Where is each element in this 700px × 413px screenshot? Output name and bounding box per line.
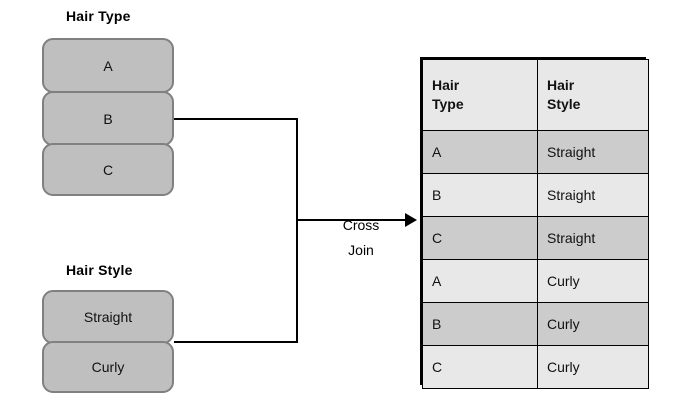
- cell-hair-type: B: [422, 173, 538, 217]
- hair-type-item-b[interactable]: B: [42, 91, 174, 146]
- cross-join-label-line1: Cross: [342, 217, 380, 233]
- cell-hair-type: B: [422, 302, 538, 346]
- table-header-hair-type: Hair Type: [422, 59, 538, 131]
- cross-join-result-table: Hair Type Hair Style A Straight B Straig…: [420, 57, 649, 389]
- table-row: A Curly: [422, 259, 649, 303]
- cell-hair-type: A: [422, 259, 538, 303]
- table-row: B Straight: [422, 173, 649, 217]
- connector-arrow-shaft: [296, 219, 406, 221]
- hair-type-item-c[interactable]: C: [42, 143, 174, 196]
- hair-style-item-curly[interactable]: Curly: [42, 341, 174, 393]
- table-header-row: Hair Type Hair Style: [422, 59, 649, 131]
- hair-style-item-straight[interactable]: Straight: [42, 290, 174, 344]
- hair-type-item-c-label: C: [102, 161, 114, 178]
- cell-hair-type: C: [422, 345, 538, 389]
- group-title-hair-type: Hair Type: [66, 8, 131, 24]
- group-title-hair-style: Hair Style: [66, 262, 133, 278]
- table-row: A Straight: [422, 130, 649, 174]
- cell-hair-style: Curly: [537, 302, 649, 346]
- cell-hair-style: Curly: [537, 259, 649, 303]
- table-row: C Curly: [422, 345, 649, 389]
- table-header-hair-style-line2: Style: [547, 96, 581, 112]
- connector-line-vertical-bus: [296, 118, 298, 343]
- hair-style-item-straight-label: Straight: [83, 309, 133, 325]
- cross-join-label-line2: Join: [348, 242, 374, 258]
- table-header-hair-style-line1: Hair: [547, 77, 575, 93]
- table-header-hair-type-line2: Type: [432, 96, 464, 112]
- hair-style-item-curly-label: Curly: [91, 359, 125, 375]
- cell-hair-style: Straight: [537, 130, 649, 174]
- table-header-hair-style: Hair Style: [537, 59, 649, 131]
- connector-line-from-hair-type: [174, 118, 298, 120]
- cell-hair-type: A: [422, 130, 538, 174]
- cell-hair-type: C: [422, 216, 538, 260]
- table-row: C Straight: [422, 216, 649, 260]
- cell-hair-style: Curly: [537, 345, 649, 389]
- table-row: B Curly: [422, 302, 649, 346]
- connector-line-from-hair-style: [174, 341, 298, 343]
- cell-hair-style: Straight: [537, 173, 649, 217]
- hair-type-item-b-label: B: [103, 110, 113, 127]
- cross-join-label-second-line: Join: [330, 222, 392, 279]
- hair-type-item-a-label: A: [103, 57, 113, 74]
- cell-hair-style: Straight: [537, 216, 649, 260]
- hair-type-item-a[interactable]: A: [42, 38, 174, 93]
- cross-join-label: Cross: [330, 197, 392, 254]
- arrow-head-icon: [405, 213, 417, 227]
- table-header-hair-type-line1: Hair: [432, 77, 460, 93]
